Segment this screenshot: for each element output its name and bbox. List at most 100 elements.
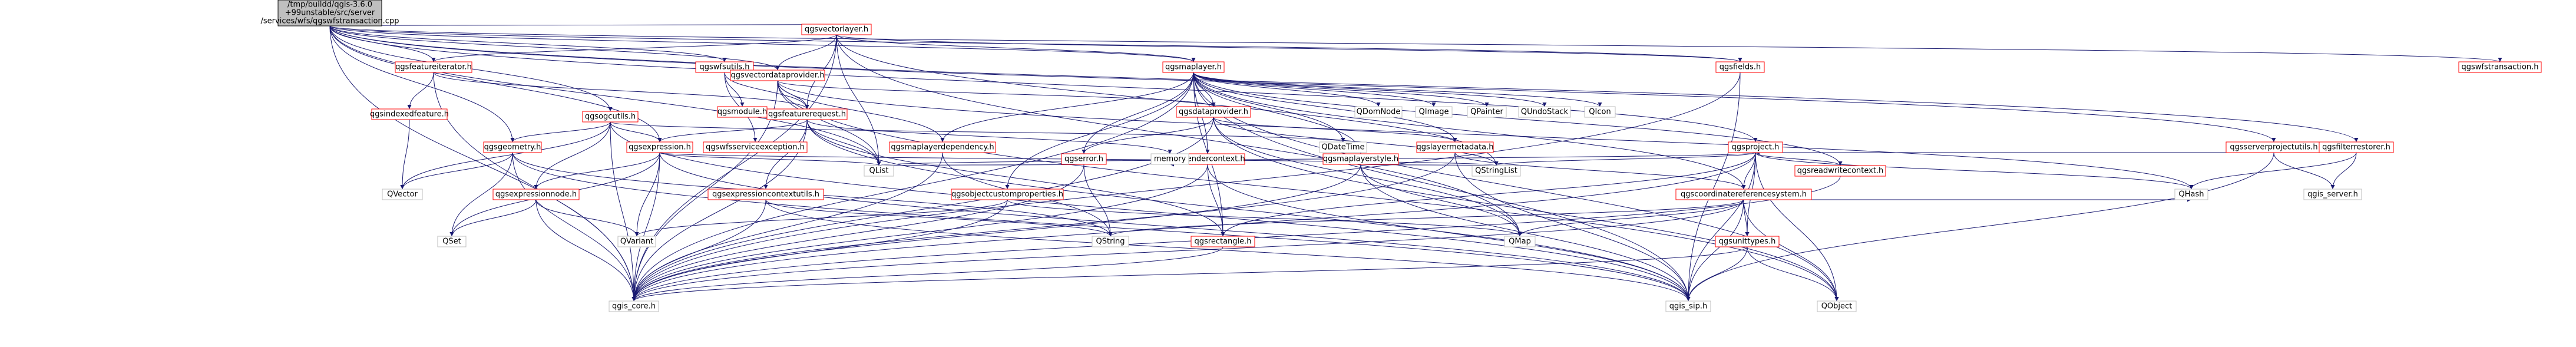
edge-qgsvectorlayer-to-qgis_core <box>631 34 837 302</box>
edge-qgscoordinatereferencesystem-to-qmap <box>1517 199 1744 237</box>
node-qgscoordinatereferencesystem-box <box>1675 189 1812 200</box>
edge-qgsmaplayer-to-qundostack <box>1193 72 1547 107</box>
edge-qgsfilterrestorer-to-qhash <box>2189 152 2357 190</box>
node-qstringlist-box <box>1471 165 1521 177</box>
node-qundostack: QUndoStack <box>1518 106 1571 118</box>
edge-qgsdataprovider-to-qobject <box>1213 117 1839 302</box>
node-qhash-box <box>2174 189 2208 200</box>
node-qgsunittypes-label: qgsunittypes.h <box>1719 237 1776 246</box>
node-qgsfields[interactable]: qgsfields.h <box>1715 61 1765 73</box>
node-qgswfsserviceexception-label: qgswfsserviceexception.h <box>706 143 805 152</box>
node-qgis_sip-label: qgis_sip.h <box>1669 302 1707 311</box>
node-qgsfilterrestorer-label: qgsfilterrestorer.h <box>2322 143 2390 152</box>
node-qimage-label: QImage <box>1419 108 1449 117</box>
node-qgsdataprovider[interactable]: qgsdataprovider.h <box>1176 106 1251 118</box>
node-qgslayermetadata-box <box>1416 141 1494 153</box>
node-qvector-label: QVector <box>387 190 418 199</box>
node-qgsexpressionnode[interactable]: qgsexpressionnode.h <box>492 189 580 200</box>
node-qgsindexedfeature[interactable]: qgsindexedfeature.h <box>370 108 449 120</box>
node-qmap-box <box>1504 236 1536 247</box>
edge-qgsexpressioncontextutils-to-qgis_sip <box>765 199 1691 302</box>
edge-qgsexpression-to-qgsexpressionnode <box>534 152 660 190</box>
node-qgscoordinatereferencesystem[interactable]: qgscoordinatereferencesystem.h <box>1675 189 1812 200</box>
node-qgsserverprojectutils[interactable]: qgsserverprojectutils.h <box>2226 141 2322 153</box>
node-qgsunittypes[interactable]: qgsunittypes.h <box>1715 236 1780 247</box>
node-qvariant-box <box>617 236 656 247</box>
node-qgsobjectcustomproperties-label: qgsobjectcustomproperties.h <box>951 190 1063 199</box>
node-qgsreadwritecontext-label: qgsreadwritecontext.h <box>1797 167 1884 176</box>
node-memory-label: memory <box>1154 155 1186 164</box>
node-qgsproject[interactable]: qgsproject.h <box>1728 141 1783 153</box>
node-root-label: /tmp/buildd/qgis-3.6.0 <box>287 1 372 9</box>
edge-qgsproject-to-qstringlist <box>1494 152 1756 166</box>
edge-qgsproject-to-qgis_sip <box>1686 152 1756 302</box>
node-qgis_core-label: qgis_core.h <box>612 302 656 311</box>
edge-qgsgeometry-to-qgis_core <box>512 152 636 302</box>
node-qgsobjectcustomproperties[interactable]: qgsobjectcustomproperties.h <box>951 189 1064 200</box>
edge-root-to-qgis_core <box>329 25 636 302</box>
node-qgsexpressioncontextutils[interactable]: qgsexpressioncontextutils.h <box>707 189 824 200</box>
edge-qgserror-to-qstring <box>1083 164 1113 237</box>
edge-qgsogcutils-to-qdatetime <box>610 121 1345 143</box>
node-qgsfeatureiterator[interactable]: qgsfeatureiterator.h <box>395 61 472 73</box>
node-qgsmodule[interactable]: qgsmodule.h <box>717 106 768 118</box>
edge-qgsvectordataprovider-to-qobject <box>777 80 1839 302</box>
node-qgsogcutils-label: qgsogcutils.h <box>585 113 636 121</box>
edge-qgslayermetadata-to-qgis_core <box>631 152 1456 302</box>
edge-qgsmaplayerstyle-to-qgis_sip <box>1360 164 1691 302</box>
node-qgsgeometry[interactable]: qgsgeometry.h <box>483 141 542 153</box>
node-qgsexpression[interactable]: qgsexpression.h <box>626 141 693 153</box>
node-qgsrectangle[interactable]: qgsrectangle.h <box>1191 236 1255 247</box>
node-qdatetime-label: QDateTime <box>1321 143 1364 152</box>
node-root[interactable]: /tmp/buildd/qgis-3.6.0+99unstable/src/se… <box>261 0 399 27</box>
edge-qgsmaplayer-to-qicon <box>1193 72 1602 107</box>
node-qset-box <box>437 236 467 247</box>
node-qmap-label: QMap <box>1509 237 1531 246</box>
node-qgsexpressioncontextutils-label: qgsexpressioncontextutils.h <box>712 190 819 199</box>
edge-qgscoordinatereferencesystem-to-qgis_sip <box>1686 199 1744 302</box>
edge-qgsproject-to-qgsrectangle <box>1221 152 1756 237</box>
node-qgsmaplayerdependency[interactable]: qgsmaplayerdependency.h <box>889 141 996 153</box>
node-qimage-box <box>1415 106 1453 118</box>
edge-qgsogcutils-to-qvector <box>400 121 611 190</box>
node-qset: QSet <box>437 236 467 247</box>
node-qgsogcutils[interactable]: qgsogcutils.h <box>582 111 639 123</box>
node-qgswfstransaction[interactable]: qgswfstransaction.h <box>2458 61 2542 73</box>
node-qstring-label: QString <box>1096 237 1125 246</box>
node-qgserror[interactable]: qgserror.h <box>1061 153 1107 165</box>
edge-qgsfeatureiterator-to-qgis_core <box>433 72 636 302</box>
edge-qgsmaplayer-to-qgserror <box>1082 72 1194 154</box>
node-qgserror-label: qgserror.h <box>1064 155 1103 164</box>
node-qdatetime: QDateTime <box>1319 141 1367 153</box>
edge-root-to-qgswfsutils <box>329 25 727 62</box>
node-qgslayermetadata[interactable]: qgslayermetadata.h <box>1416 141 1494 153</box>
edge-root-to-qgswfstransaction <box>329 25 2502 62</box>
node-qgsmaplayerstyle[interactable]: qgsmaplayerstyle.h <box>1322 153 1399 165</box>
node-qgis_sip-box <box>1665 300 1711 312</box>
node-qgsserverprojectutils-label: qgsserverprojectutils.h <box>2230 143 2317 152</box>
node-qgswfstransaction-label: qgswfstransaction.h <box>2461 63 2538 72</box>
node-qgsmaplayerstyle-label: qgsmaplayerstyle.h <box>1323 155 1398 164</box>
node-qgsfilterrestorer[interactable]: qgsfilterrestorer.h <box>2319 141 2394 153</box>
node-qmap: QMap <box>1504 236 1536 247</box>
node-qgsmaplayer[interactable]: qgsmaplayer.h <box>1162 61 1225 73</box>
node-qstringlist: QStringList <box>1471 165 1521 177</box>
edge-qgsdataprovider-to-qgis_core <box>631 117 1214 302</box>
node-qgswfsserviceexception-box <box>703 141 808 153</box>
node-qgsmaplayer-box <box>1162 61 1225 73</box>
node-qgsreadwritecontext[interactable]: qgsreadwritecontext.h <box>1794 165 1886 177</box>
node-qgsfilterrestorer-box <box>2319 141 2394 153</box>
node-qpainter-label: QPainter <box>1470 108 1503 117</box>
node-qgsvectordataprovider[interactable]: qgsvectordataprovider.h <box>730 70 825 81</box>
node-memory-box <box>1150 153 1189 165</box>
node-qgswfsserviceexception[interactable]: qgswfsserviceexception.h <box>703 141 808 153</box>
node-qgsexpressioncontextutils-box <box>707 189 824 200</box>
edge-qgsmaplayer-to-qpainter <box>1193 72 1489 107</box>
node-qgsfeaturerequest[interactable]: qgsfeaturerequest.h <box>766 108 848 120</box>
node-qpainter: QPainter <box>1467 106 1507 118</box>
node-qgsvectorlayer[interactable]: qgsvectorlayer.h <box>801 24 872 35</box>
node-qgis_sip: qgis_sip.h <box>1665 300 1711 312</box>
node-qimage: QImage <box>1415 106 1453 118</box>
edge-qgsvectorlayer-to-qlist <box>836 34 881 166</box>
node-qgsmaplayerdependency-box <box>889 141 996 153</box>
